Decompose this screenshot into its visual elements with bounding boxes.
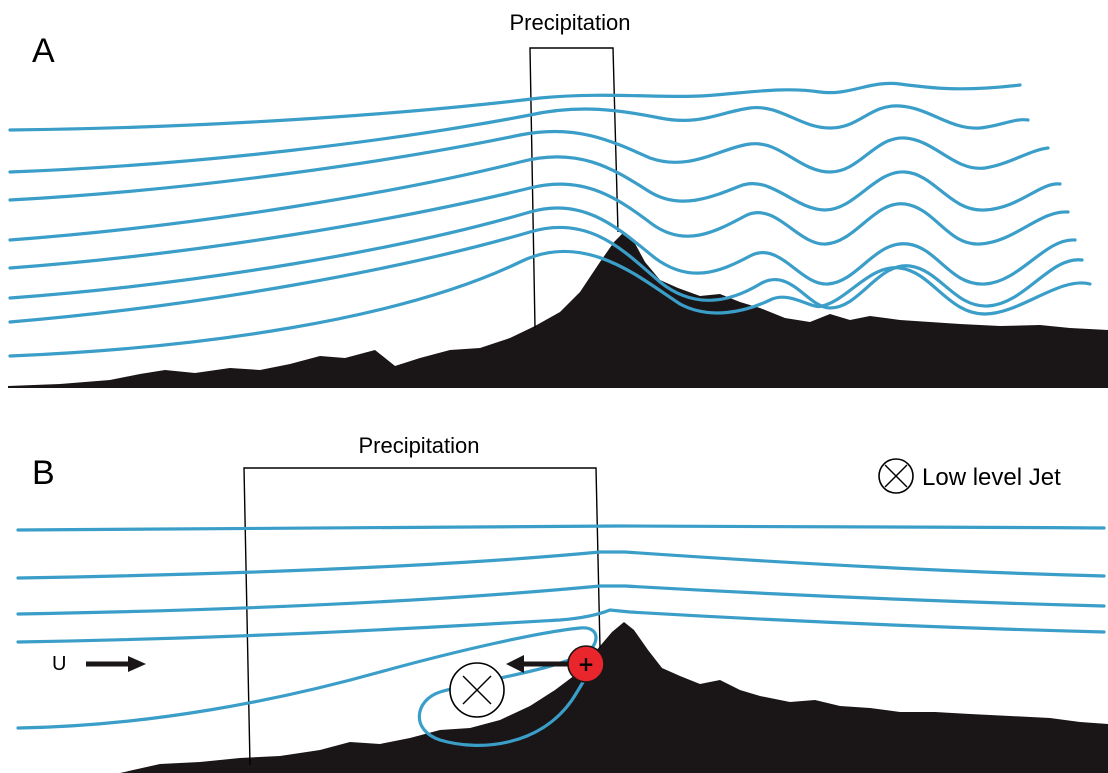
panel-a-precipitation-label: Precipitation — [509, 10, 630, 35]
panel-a-streamlines — [8, 81, 1092, 358]
streamline — [8, 225, 1084, 324]
panel-b-precipitation-label: Precipitation — [358, 433, 479, 458]
streamline — [8, 182, 1070, 270]
circle-cross-icon — [878, 458, 914, 494]
streamline — [8, 206, 1077, 300]
streamline — [16, 608, 1106, 644]
streamline — [8, 81, 1022, 132]
arrow-right-icon — [86, 656, 146, 672]
streamline — [820, 266, 1092, 316]
streamline — [8, 104, 1030, 174]
arrow-left-icon — [506, 655, 570, 673]
streamline — [16, 550, 1106, 580]
streamline — [8, 249, 824, 358]
panel-a-letter: A — [32, 32, 55, 70]
panel-b: B Precipitation Low level Jet U — [16, 433, 1108, 773]
low-level-jet-legend: Low level Jet — [878, 458, 1061, 494]
streamline — [16, 524, 1106, 532]
streamline — [8, 155, 1062, 242]
panel-a: A Precipitation — [8, 10, 1108, 388]
panel-a-mountain — [8, 232, 1108, 388]
panel-b-precipitation-box — [243, 467, 601, 766]
low-level-jet-symbol — [449, 662, 505, 718]
plus-circle-icon: + — [567, 645, 605, 683]
panel-b-mountain — [120, 622, 1108, 773]
legend-label: Low level Jet — [922, 464, 1061, 491]
streamline — [8, 129, 1050, 202]
streamline — [16, 584, 1106, 616]
plus-sign: + — [578, 652, 595, 676]
panel-b-letter: B — [32, 454, 55, 492]
wind-u-label: U — [52, 653, 66, 675]
